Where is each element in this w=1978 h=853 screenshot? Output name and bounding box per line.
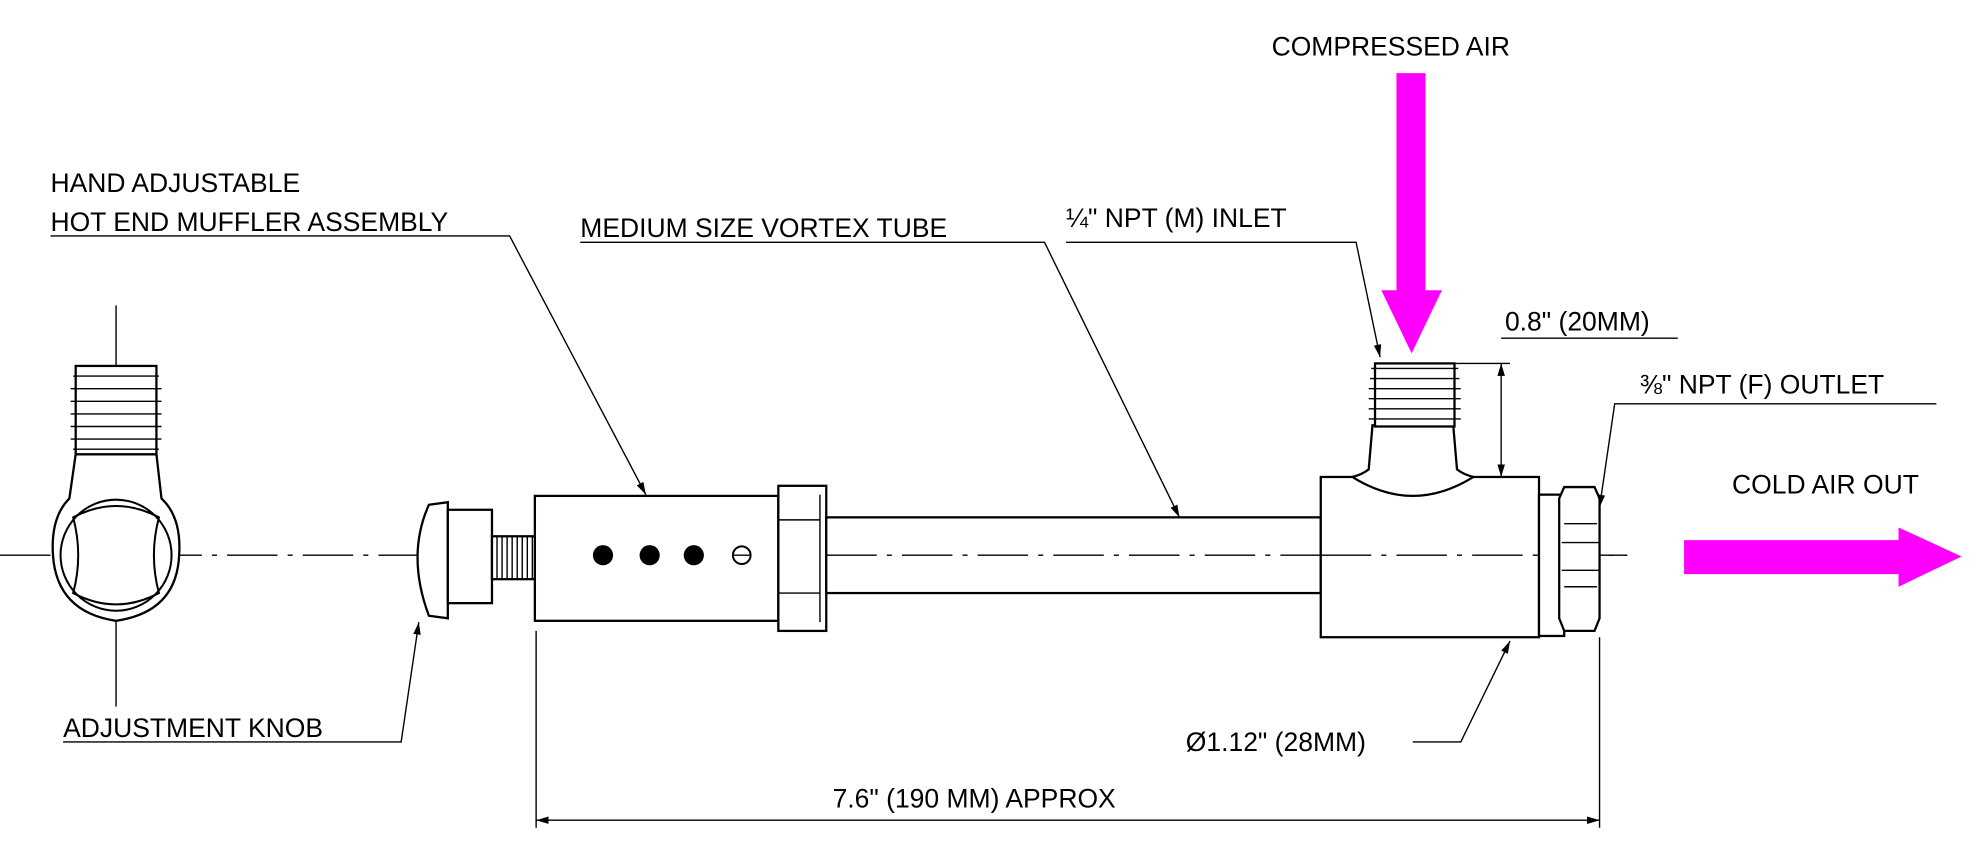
end-view-thread [70,364,162,456]
muffler-label-line2: HOT END MUFFLER ASSEMBLY [50,207,448,237]
hot-end-muffler [533,494,780,622]
compressed-air-arrow [1381,73,1442,354]
muffler-hole [683,545,704,566]
cold-air-out-arrow [1684,527,1962,587]
muffler-hole [639,545,660,566]
inlet-label: ¼" NPT (M) INLET [1066,203,1287,233]
adjustment-knob-label: ADJUSTMENT KNOB [63,713,323,743]
muffler-hole [592,545,614,566]
vortex-tube-label: MEDIUM SIZE VORTEX TUBE [580,213,947,243]
inlet-tee [1319,362,1628,639]
inlet-height-dimension: 0.8" (20MM) [1505,307,1650,337]
muffler-label-line1: HAND ADJUSTABLE [50,168,300,198]
cold-air-out-label: COLD AIR OUT [1732,469,1919,499]
overall-length-dimension: 7.6" (190 MM) APPROX [833,784,1116,814]
adjustment-knob [416,500,538,620]
end-view [51,364,181,622]
outlet-nut [1537,485,1601,638]
outlet-label: ⅜" NPT (F) OUTLET [1640,370,1884,400]
diameter-dimension: Ø1.12" (28MM) [1186,727,1366,757]
leader-lines [50,235,1937,828]
compressed-air-label: COMPRESSED AIR [1272,32,1510,62]
hex-nut [777,484,828,633]
inlet-thread [1368,362,1461,428]
